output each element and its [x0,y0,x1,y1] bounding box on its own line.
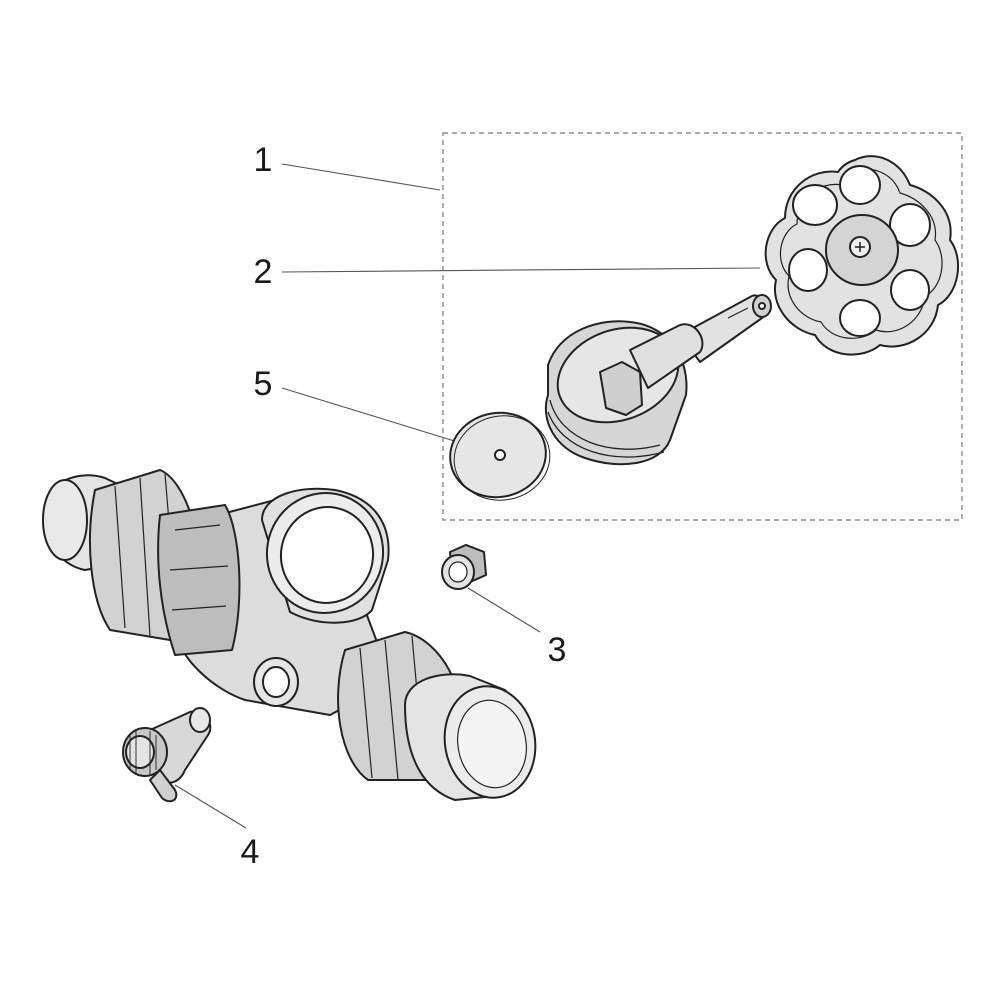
left-hex-body [157,504,241,656]
plug-face-inner [448,561,468,583]
plug [441,543,488,590]
side-port-inner [262,666,290,698]
callout-3: 3 [547,630,567,669]
handwheel-spoke-hole [839,165,881,205]
bonnet-thread [547,411,665,458]
spindle-flat [727,307,749,319]
bonnet-thread [549,399,661,450]
leader-3 [467,587,541,633]
bonnet-port-inner [279,506,375,604]
leader-lines [174,163,761,829]
leader-1 [281,163,441,191]
handwheel-spoke-hole [792,184,838,226]
left-pipe-end [42,479,88,561]
callout-2: 2 [253,252,273,291]
drain-outlet [189,707,211,733]
handwheel [764,155,960,356]
valve-body [42,469,537,801]
left-hex-detail [169,524,229,611]
handwheel-spoke-hole [889,203,931,247]
right-pipe-face [457,699,527,789]
washer [449,411,551,501]
leader-4 [174,784,247,829]
leader-2 [281,267,761,273]
drain-cap-face [125,735,155,769]
stem-upper [629,323,704,389]
callout-1: 1 [253,140,273,179]
drain-fitting [122,707,212,803]
spindle-tip-hole [758,302,766,310]
handwheel-spoke-hole [788,248,828,292]
callout-4: 4 [240,832,260,871]
drain-elbow [149,769,178,803]
washer-edge [453,415,551,501]
handwheel-spoke-hole [839,299,881,337]
screw-cross-icon [855,242,865,252]
handwheel-spoke-hole [890,269,930,311]
hex-collar [599,361,643,416]
callout-5: 5 [253,364,273,403]
headwork [544,294,772,466]
drain-knurl [129,731,157,774]
kit-group-box [442,132,963,521]
washer-center-hole [494,449,506,461]
